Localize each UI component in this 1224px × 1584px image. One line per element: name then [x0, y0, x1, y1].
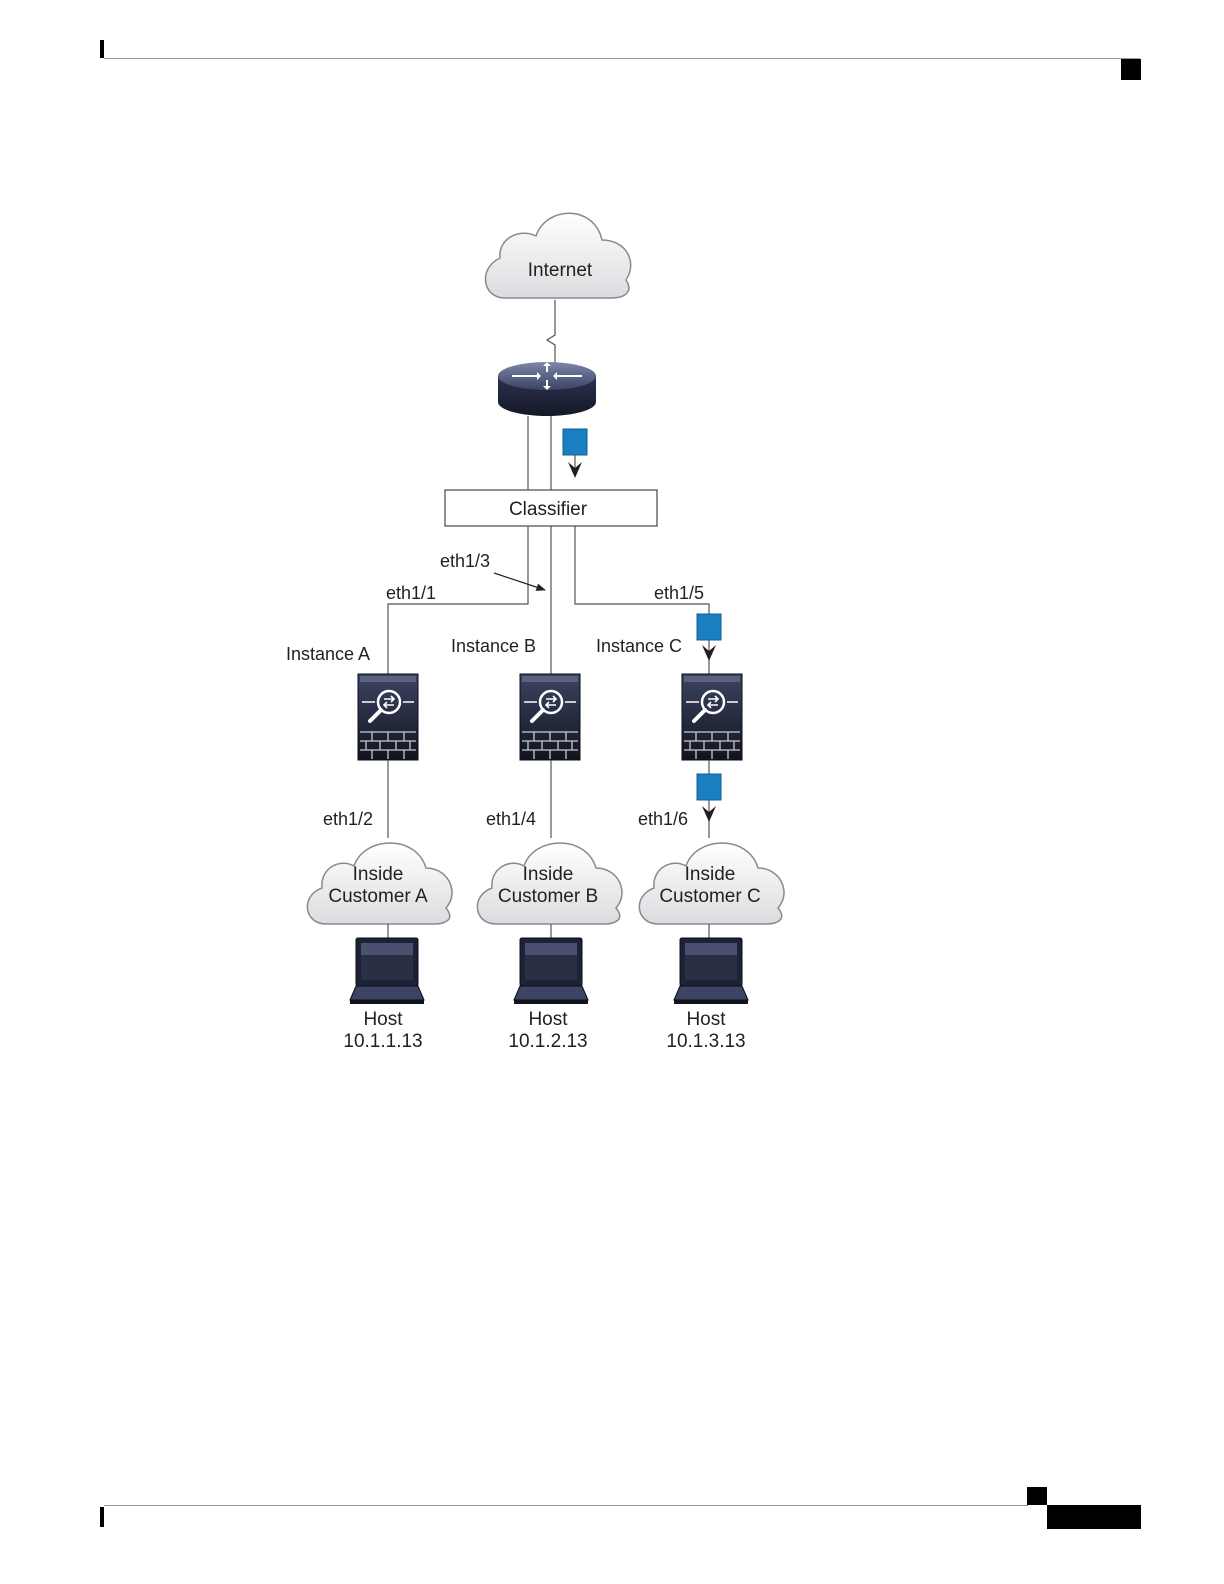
classifier-label: Classifier: [509, 499, 588, 520]
cloud-line2: Customer B: [498, 886, 598, 907]
firewall-icon: [520, 674, 580, 760]
instance-c-label: Instance C: [596, 636, 682, 656]
instance-a-label: Instance A: [286, 644, 370, 664]
internet-label: Internet: [528, 260, 593, 281]
laptop-icon: [514, 938, 588, 1004]
eth1-4-label: eth1/4: [486, 809, 536, 829]
eth1-1-label: eth1/1: [386, 583, 436, 603]
firewall-icon: [358, 674, 418, 760]
classifier-box: Classifier: [445, 490, 657, 526]
eth1-3-pointer: [494, 573, 545, 590]
router-icon: [498, 362, 596, 416]
host-c-ip: 10.1.3.13: [666, 1031, 745, 1052]
host-b-label: Host: [528, 1009, 568, 1030]
host-b-ip: 10.1.2.13: [508, 1031, 587, 1052]
instance-b-label: Instance B: [451, 636, 536, 656]
inside-customer-c-cloud: Inside Customer C: [639, 843, 784, 924]
cloud-line1: Inside: [685, 864, 736, 885]
internet-cloud: Internet: [485, 213, 630, 298]
firewall-icon: [682, 674, 742, 760]
inside-customer-b-cloud: Inside Customer B: [477, 843, 622, 924]
cloud-line1: Inside: [353, 864, 404, 885]
cloud-line1: Inside: [523, 864, 574, 885]
cloud-host-links: [388, 924, 709, 938]
host-a-label: Host: [363, 1009, 403, 1030]
eth1-2-label: eth1/2: [323, 809, 373, 829]
cloud-line2: Customer C: [659, 886, 760, 907]
packet-instance-c-in: [697, 614, 721, 640]
cloud-line2: Customer A: [328, 886, 428, 907]
laptop-icon: [350, 938, 424, 1004]
eth1-6-label: eth1/6: [638, 809, 688, 829]
host-c-label: Host: [686, 1009, 726, 1030]
eth1-3-label: eth1/3: [440, 551, 490, 571]
packet-router-classifier: [563, 429, 587, 455]
inside-customer-a-cloud: Inside Customer A: [307, 843, 452, 924]
eth1-5-label: eth1/5: [654, 583, 704, 603]
wan-link: [547, 300, 555, 370]
laptop-icon: [674, 938, 748, 1004]
host-a-ip: 10.1.1.13: [343, 1031, 422, 1052]
packet-instance-c-out: [697, 774, 721, 800]
